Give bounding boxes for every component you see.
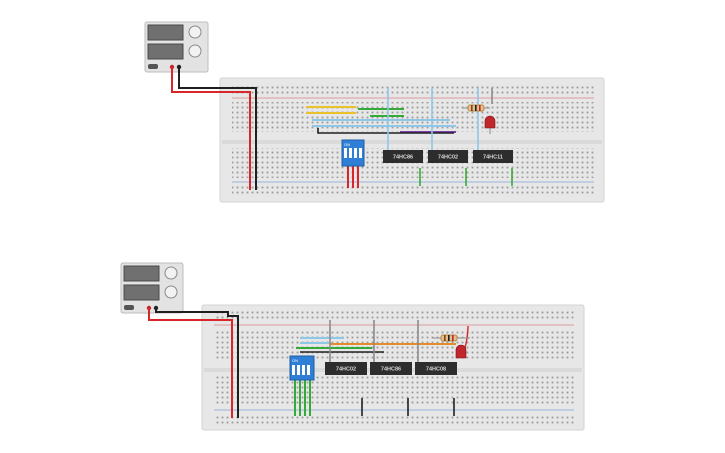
signal-wires-top bbox=[306, 88, 513, 188]
chip-label: 74HC86 bbox=[381, 367, 401, 373]
chip-label: 74HC11 bbox=[483, 155, 503, 161]
led-top[interactable] bbox=[484, 115, 496, 134]
signal-wires-bottom bbox=[294, 320, 469, 416]
chip-bottom-1[interactable]: 74HC02 bbox=[325, 362, 367, 375]
chip-bottom-3[interactable]: 74HC08 bbox=[415, 362, 457, 375]
chip-label: 74HC86 bbox=[393, 155, 413, 161]
power-wires-top bbox=[171, 67, 257, 190]
chip-label: 74HC02 bbox=[336, 367, 356, 373]
led-bottom[interactable] bbox=[455, 344, 467, 359]
chip-top-3[interactable]: 74HC11 bbox=[473, 150, 513, 163]
chip-top-1[interactable]: 74HC86 bbox=[383, 150, 423, 163]
chip-label: 74HC08 bbox=[426, 367, 446, 373]
chip-bottom-2[interactable]: 74HC86 bbox=[370, 362, 412, 375]
switch-on-label: ON bbox=[344, 142, 350, 147]
power-supply-top[interactable] bbox=[144, 21, 209, 73]
dip-switch-top[interactable]: ON bbox=[341, 139, 365, 167]
switch-on-label: ON bbox=[292, 358, 298, 363]
circuit-top: ON 74HC86 74HC02 74HC11 bbox=[144, 21, 605, 203]
power-supply-bottom[interactable] bbox=[120, 262, 184, 314]
chip-top-2[interactable]: 74HC02 bbox=[428, 150, 468, 163]
chip-label: 74HC02 bbox=[438, 155, 458, 161]
circuit-bottom: ON 74HC02 74HC86 74HC08 bbox=[120, 262, 585, 431]
dip-switch-bottom[interactable]: ON bbox=[289, 355, 315, 381]
breadboard-top bbox=[219, 77, 605, 203]
resistor-bottom[interactable] bbox=[432, 334, 470, 342]
power-wires-bottom bbox=[148, 308, 239, 418]
resistor-top[interactable] bbox=[462, 104, 490, 112]
